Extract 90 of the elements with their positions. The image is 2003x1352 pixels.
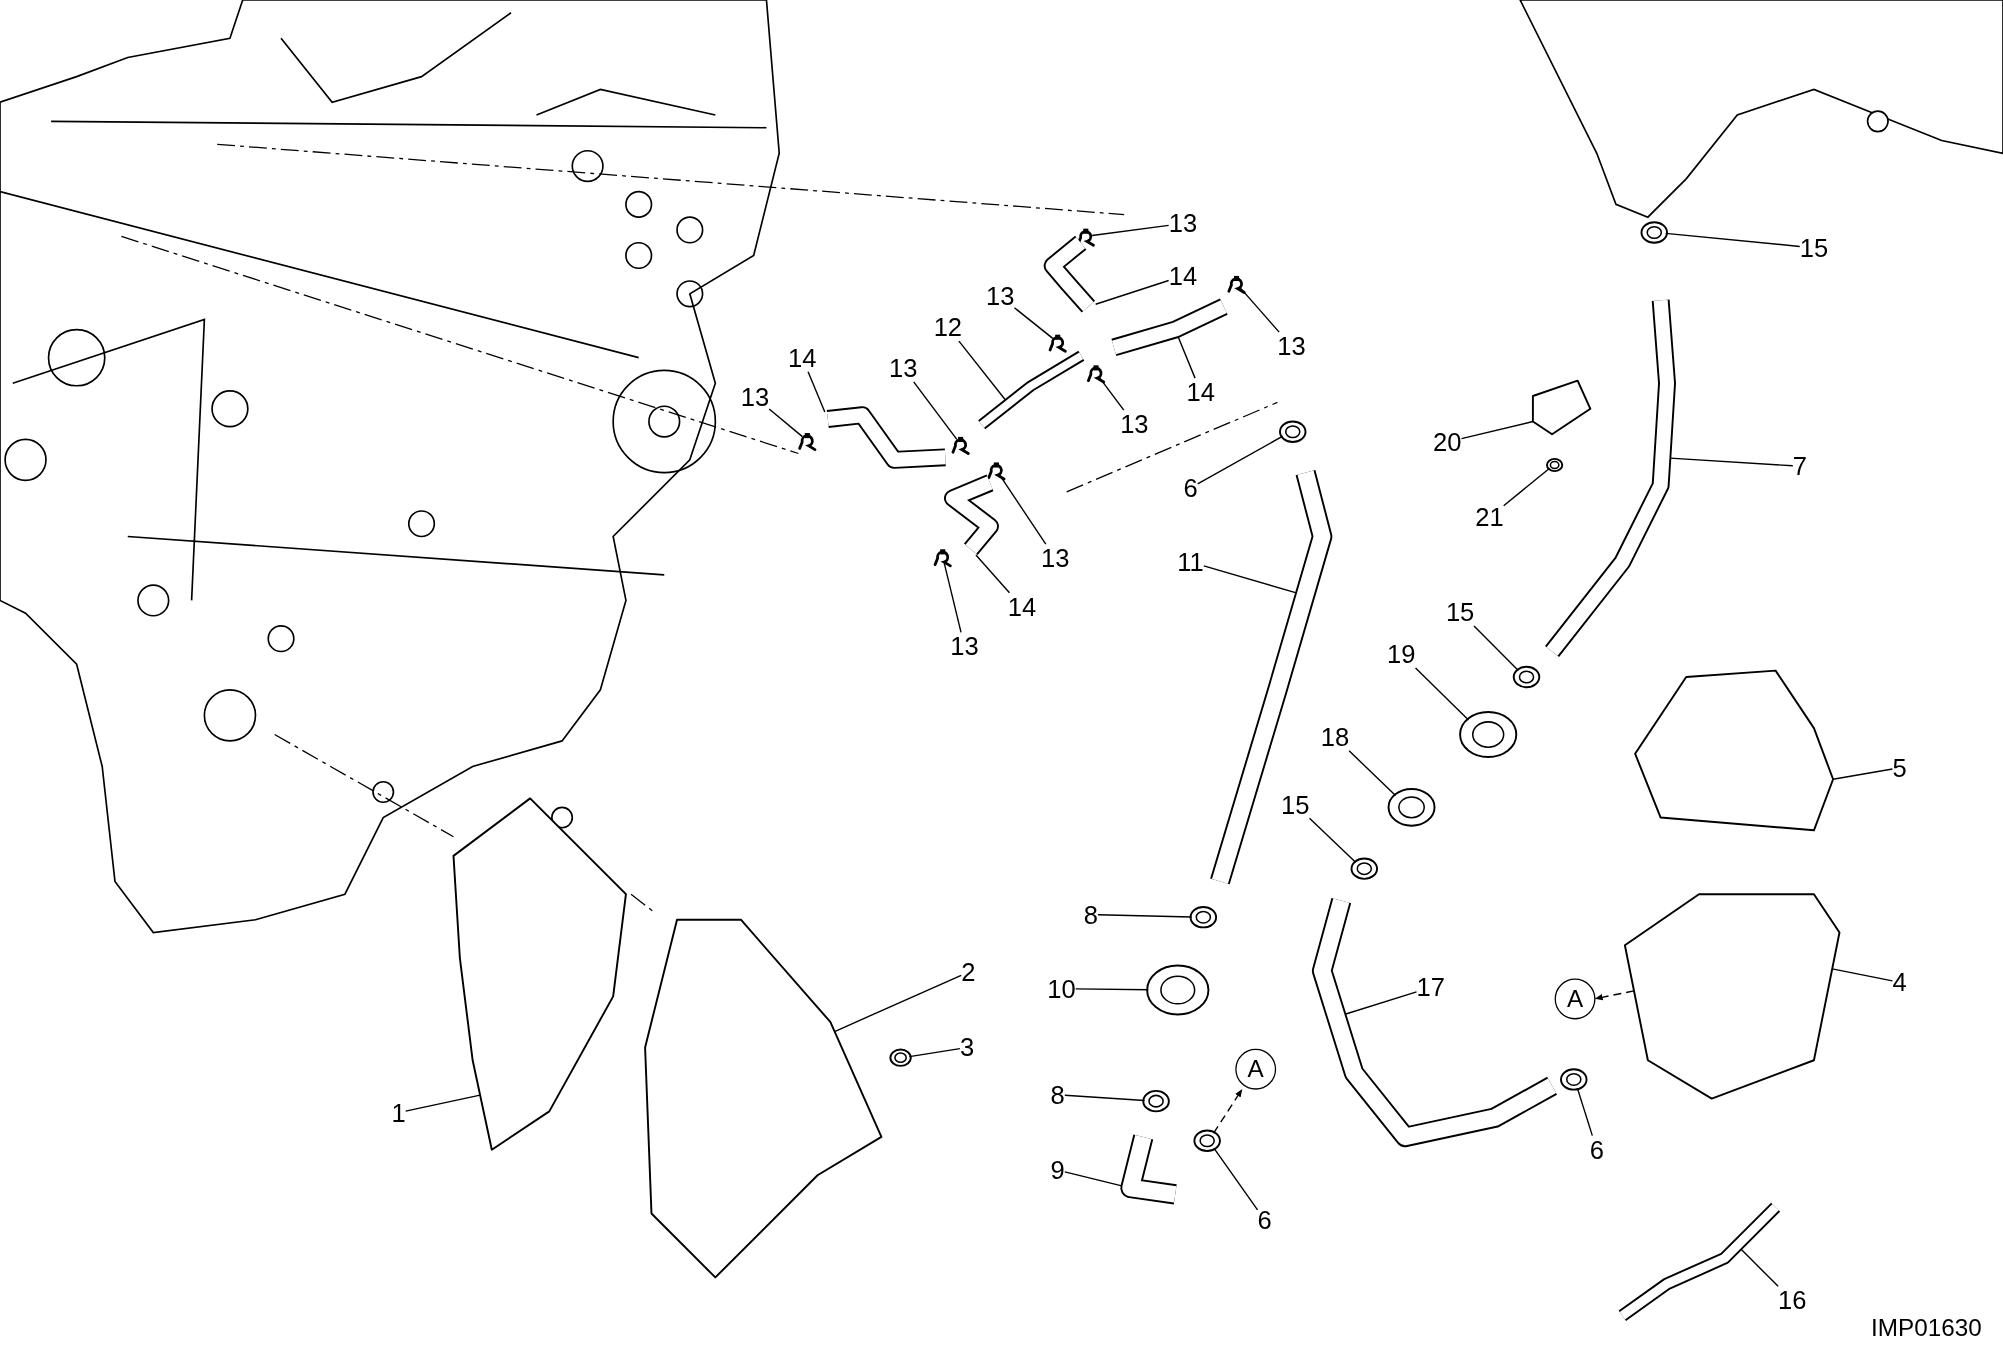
leader-line xyxy=(1203,565,1298,594)
callout-number: 13 xyxy=(1277,332,1306,361)
leader-line xyxy=(1576,1087,1594,1137)
leader-line xyxy=(1669,457,1794,467)
callout-number: 14 xyxy=(1168,261,1198,290)
spring-clip xyxy=(1075,226,1097,247)
leader-line xyxy=(768,408,804,438)
leader-line xyxy=(912,381,958,441)
leader-line xyxy=(1348,750,1397,797)
callout-number: 14 xyxy=(1186,378,1215,407)
callout-number: 11 xyxy=(1177,548,1204,577)
callout-number: 16 xyxy=(1778,1286,1807,1315)
leader-line xyxy=(1094,279,1170,305)
callout-number: 13 xyxy=(1120,410,1149,439)
callout-number: 18 xyxy=(1320,723,1350,752)
leader-line xyxy=(833,974,962,1033)
drawing-code: IMP01630 xyxy=(1871,1314,1982,1343)
callout-number: 15 xyxy=(1445,597,1475,626)
leader-line xyxy=(1308,817,1357,864)
leader-line xyxy=(1177,335,1196,379)
spring-clip xyxy=(950,434,971,455)
leader-line xyxy=(975,554,1011,594)
reference-circle: A xyxy=(1554,978,1596,1020)
callout-number: 12 xyxy=(933,312,963,342)
callout-number: 13 xyxy=(740,383,770,412)
leader-line xyxy=(1414,667,1470,721)
spring-clip xyxy=(1047,332,1068,353)
leader-line xyxy=(1091,224,1170,237)
reference-circle: A xyxy=(1235,1048,1277,1090)
leader-line xyxy=(999,474,1047,545)
leader-line xyxy=(908,1047,961,1058)
callout-number: 14 xyxy=(788,343,817,372)
leader-line xyxy=(1064,1171,1123,1187)
spring-clip xyxy=(986,459,1007,481)
leader-line xyxy=(1097,914,1193,918)
leader-line xyxy=(1213,1147,1259,1211)
cover-panel xyxy=(642,917,884,1280)
leader-line xyxy=(1075,988,1150,991)
leader-line xyxy=(1473,625,1519,672)
callout-number: 13 xyxy=(888,353,918,382)
leader-line xyxy=(1344,991,1418,1015)
callout-number: 14 xyxy=(1007,592,1037,621)
dashed-arrow xyxy=(1212,1088,1243,1134)
dashed-arrow xyxy=(1594,990,1635,1001)
callout-number: 17 xyxy=(1416,973,1445,1002)
leader-line xyxy=(404,1094,481,1112)
leader-line xyxy=(1831,968,1894,982)
bracket xyxy=(1530,378,1593,437)
callout-number: 13 xyxy=(1168,209,1198,238)
callout-number: 8 xyxy=(1050,1080,1065,1109)
callout-number: 20 xyxy=(1433,427,1462,457)
callout-number: 15 xyxy=(1281,790,1310,819)
leader-line xyxy=(1196,435,1284,485)
leader-line xyxy=(1665,232,1801,248)
callout-number: 15 xyxy=(1799,233,1829,262)
callout-number: 13 xyxy=(986,282,1015,311)
spring-clip xyxy=(1226,273,1247,294)
leader-line xyxy=(1099,377,1125,411)
spring-clip xyxy=(1085,362,1107,384)
callout-number: 4 xyxy=(1892,968,1907,997)
leader-line xyxy=(1832,768,1894,780)
leader-line xyxy=(1740,1248,1779,1288)
tank xyxy=(1622,891,1843,1102)
callout-number: 1 xyxy=(391,1098,406,1127)
callout-number: 8 xyxy=(1083,900,1098,929)
callout-number: 9 xyxy=(1050,1156,1065,1185)
leader-line xyxy=(1064,1094,1146,1102)
callout-number: 6 xyxy=(1589,1135,1604,1164)
leader-line xyxy=(1013,307,1054,340)
spring-clip xyxy=(797,430,818,451)
cover-panel xyxy=(450,795,629,1153)
callout-number: 6 xyxy=(1257,1205,1272,1234)
callout-number: 10 xyxy=(1047,974,1076,1003)
leader-line xyxy=(807,371,826,413)
leader-line xyxy=(958,340,1006,401)
leader-line xyxy=(1503,467,1551,507)
callout-number: 19 xyxy=(1387,640,1416,669)
bracket xyxy=(1632,668,1836,833)
spring-clip xyxy=(932,546,953,568)
callout-number: 13 xyxy=(950,632,979,661)
leader-line xyxy=(1240,287,1280,333)
callout-number: 13 xyxy=(1040,544,1070,573)
callout-number: 7 xyxy=(1792,452,1807,481)
callout-number: 2 xyxy=(961,958,976,987)
callout-number: 21 xyxy=(1475,503,1504,532)
callout-number: 6 xyxy=(1183,473,1198,503)
leader-line xyxy=(943,562,962,634)
leader-line xyxy=(1460,420,1534,440)
callout-number: 3 xyxy=(959,1033,975,1062)
callout-number: 5 xyxy=(1892,753,1907,782)
